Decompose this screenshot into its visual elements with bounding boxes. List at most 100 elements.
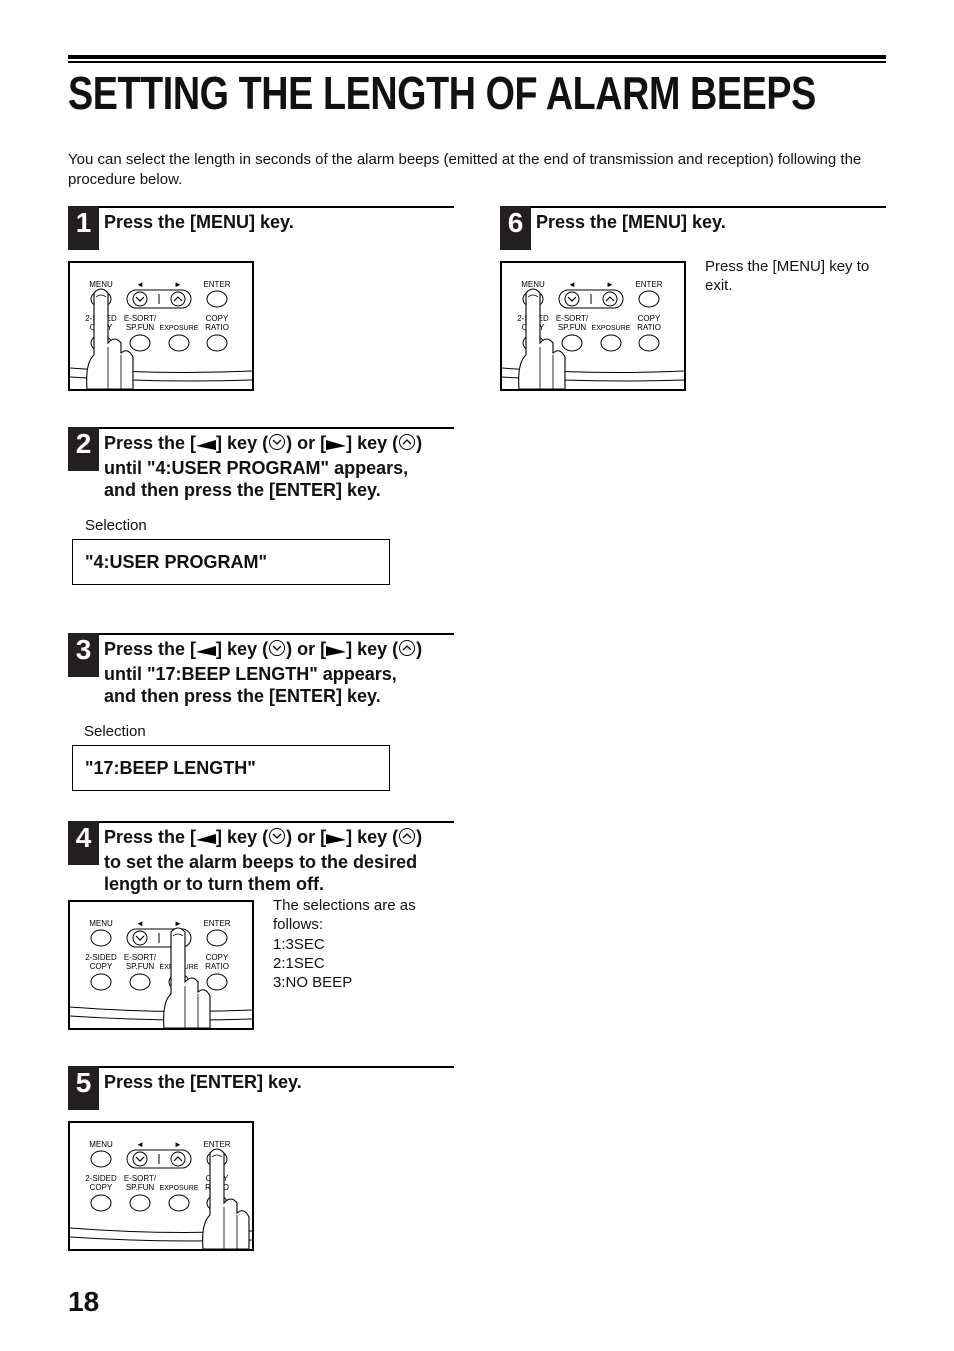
esort-label: E-SORT/ [124, 953, 157, 962]
esort-label: SP.FUN [126, 962, 155, 971]
right-arrow-key-icon [326, 640, 347, 663]
step-number: 2 [68, 427, 99, 471]
selection-display: "4:USER PROGRAM" [72, 539, 390, 585]
enter-key-label: ENTER [203, 1140, 230, 1149]
pressing-finger-icon [518, 288, 566, 389]
two-sided-label: 2-SIDED [85, 953, 117, 962]
right-arrow-key-icon [326, 828, 347, 851]
right-key-label: ► [174, 280, 182, 289]
esort-label: SP.FUN [558, 323, 587, 332]
enter-key-label: ENTER [635, 280, 662, 289]
step-instruction: Press the [] key () or [] key () until "… [104, 433, 423, 500]
exposure-key [600, 334, 622, 352]
step-instruction: Press the [MENU] key. [104, 212, 294, 232]
esort-label: E-SORT/ [124, 314, 157, 323]
down-key [132, 291, 148, 307]
esort-label: SP.FUN [126, 323, 155, 332]
esort-label: E-SORT/ [124, 1174, 157, 1183]
left-key-label: ◄ [136, 919, 144, 928]
right-arrow-key-icon [326, 434, 347, 457]
step-instruction: Press the [] key () or [] key () until "… [104, 639, 423, 706]
copy-ratio-label: COPY [206, 314, 229, 323]
two-sided-label: COPY [90, 962, 113, 971]
right-key-label: ► [174, 1140, 182, 1149]
left-key-label: ◄ [568, 280, 576, 289]
pressing-finger-icon [86, 288, 134, 389]
copy-ratio-label: COPY [638, 314, 661, 323]
esort-label: E-SORT/ [556, 314, 589, 323]
selection-label: Selection [84, 723, 146, 740]
step-4: 4 Press the [] key () or [] key () to se… [68, 821, 454, 894]
selection-display: "17:BEEP LENGTH" [72, 745, 390, 791]
control-panel-illustration: MENU◄►ENTER2-SIDEDCOPYE-SORT/SP.FUNEXPOS… [68, 900, 254, 1030]
left-arrow-key-icon [196, 640, 217, 663]
two-sided-key [90, 1194, 112, 1212]
step-instruction: Press the [] key () or [] key () to set … [104, 827, 423, 894]
down-key [564, 291, 580, 307]
menu-key-label: MENU [521, 280, 545, 289]
two-sided-key [90, 973, 112, 991]
down-key-icon [268, 639, 286, 663]
copy-ratio-label: RATIO [637, 323, 661, 332]
right-key-label: ► [606, 280, 614, 289]
exposure-label: EXPOSURE [160, 1185, 199, 1192]
copy-ratio-label: RATIO [205, 323, 229, 332]
esort-key [129, 973, 151, 991]
enter-key-label: ENTER [203, 280, 230, 289]
exposure-key [168, 334, 190, 352]
copy-ratio-key [206, 334, 228, 352]
esort-key [129, 1194, 151, 1212]
left-key-label: ◄ [136, 280, 144, 289]
step-instruction: Press the [ENTER] key. [104, 1072, 302, 1092]
selection-label: Selection [85, 517, 147, 534]
up-key [602, 291, 618, 307]
copy-ratio-key [206, 973, 228, 991]
left-arrow-key-icon [196, 434, 217, 457]
step-number: 1 [68, 206, 99, 250]
esort-key [561, 334, 583, 352]
control-panel-illustration: MENU◄►ENTER2-SIDEDCOPYE-SORT/SP.FUNEXPOS… [500, 261, 686, 391]
menu-key [90, 929, 112, 947]
down-key-icon [268, 827, 286, 851]
step-2: 2 Press the [] key () or [] key () until… [68, 427, 454, 500]
step-number: 4 [68, 821, 99, 865]
step-number: 3 [68, 633, 99, 677]
header-rule-thin [68, 61, 886, 63]
step-6-notes: Press the [MENU] key to exit. [705, 258, 870, 295]
menu-key-label: MENU [89, 919, 113, 928]
header-rule [68, 55, 886, 59]
enter-key [638, 290, 660, 308]
left-key-label: ◄ [136, 1140, 144, 1149]
up-key-icon [398, 827, 416, 851]
exposure-label: EXPOSURE [160, 325, 199, 332]
step-number: 5 [68, 1066, 99, 1110]
down-key-icon [268, 433, 286, 457]
menu-key-label: MENU [89, 280, 113, 289]
intro-text: You can select the length in seconds of … [68, 151, 862, 188]
menu-key-label: MENU [89, 1140, 113, 1149]
two-sided-label: 2-SIDED [85, 1174, 117, 1183]
copy-ratio-label: COPY [206, 953, 229, 962]
copy-ratio-key [638, 334, 660, 352]
control-panel-illustration: MENU◄►ENTER2-SIDEDCOPYE-SORT/SP.FUNEXPOS… [68, 261, 254, 391]
step-5: 5 Press the [ENTER] key. [68, 1066, 454, 1110]
step-6: 6 Press the [MENU] key. [500, 206, 886, 250]
two-sided-label: COPY [90, 1183, 113, 1192]
pressing-finger-icon [163, 927, 211, 1028]
right-key-label: ► [174, 919, 182, 928]
down-key [132, 1151, 148, 1167]
enter-key [206, 290, 228, 308]
enter-key [206, 929, 228, 947]
up-key [170, 1151, 186, 1167]
step-4-notes: The selections are as follows: 1:3SEC 2:… [273, 897, 416, 992]
exposure-label: EXPOSURE [592, 325, 631, 332]
page-number: 18 [68, 1286, 100, 1317]
left-arrow-key-icon [196, 828, 217, 851]
up-key-icon [398, 639, 416, 663]
exposure-key [168, 1194, 190, 1212]
up-key-icon [398, 433, 416, 457]
menu-key [90, 1150, 112, 1168]
copy-ratio-label: RATIO [205, 962, 229, 971]
step-1: 1 Press the [MENU] key. [68, 206, 454, 250]
